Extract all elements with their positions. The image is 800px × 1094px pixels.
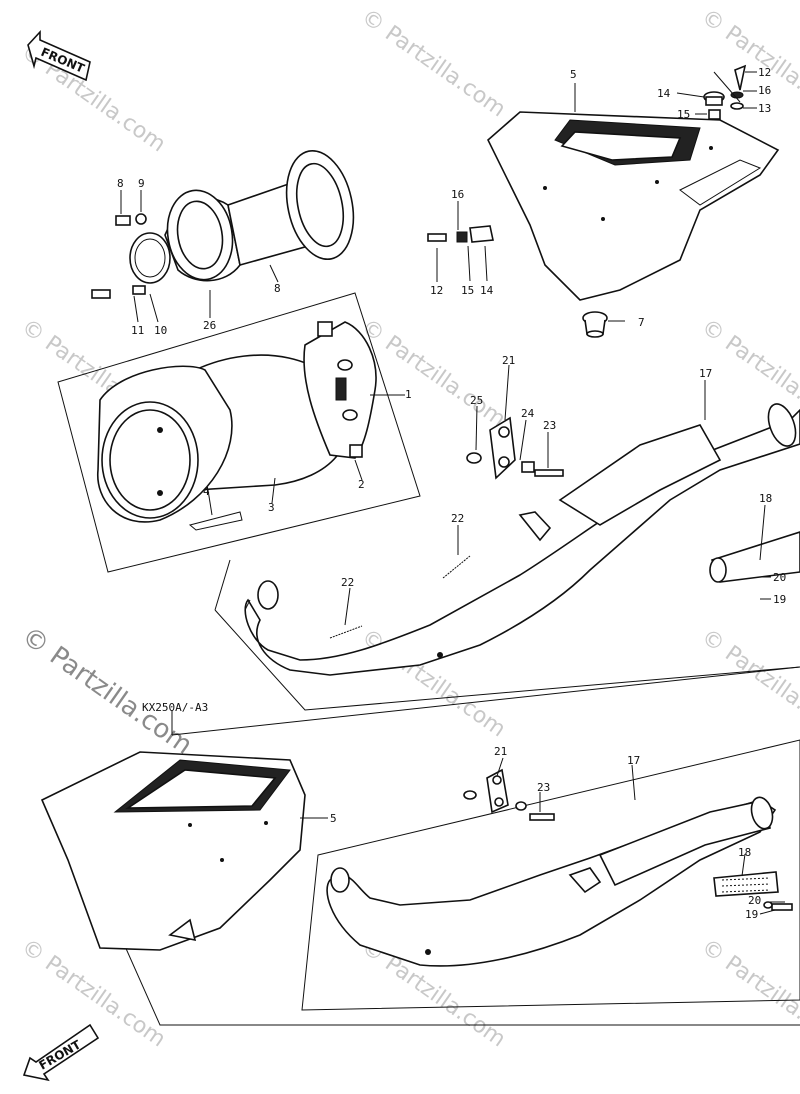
- callout-label: 4: [203, 485, 210, 498]
- variant-label: KX250A/-A3: [142, 701, 208, 714]
- callout-label: 15: [677, 108, 690, 121]
- callout-label: 13: [758, 102, 771, 115]
- watermark: © Partzilla.com: [357, 4, 510, 122]
- callout-label: 21: [502, 354, 515, 367]
- callout-label: 1: [405, 388, 412, 401]
- callout-label: 3: [268, 501, 275, 514]
- intake-duct: [91, 149, 355, 299]
- mounting-bolt-set: [427, 225, 494, 243]
- watermark: © Partzilla.com: [697, 624, 800, 742]
- clip: [188, 511, 243, 531]
- air-cleaner-element: [97, 354, 350, 523]
- callout-label: 2: [358, 478, 365, 491]
- callout-label: 11: [131, 324, 144, 337]
- watermark-prominent: © Partzilla.com: [16, 621, 198, 761]
- callout-label: 22: [451, 512, 464, 525]
- front-label: FRONT: [37, 1037, 84, 1072]
- cover-hardware: [703, 64, 747, 120]
- callout-label: 26: [203, 319, 216, 332]
- tail-pipe-lower: [713, 871, 793, 911]
- callout-label: 12: [430, 284, 443, 297]
- springs-upper: [329, 555, 471, 639]
- callout-label: 20: [748, 894, 761, 907]
- callout-label: 19: [745, 908, 758, 921]
- callout-label: 5: [570, 68, 577, 81]
- callout-label: 15: [461, 284, 474, 297]
- callout-label: 17: [699, 367, 712, 380]
- front-arrow-bottom: FRONT: [22, 1023, 100, 1082]
- section-divider: [171, 559, 800, 736]
- watermark: © Partzilla.com: [357, 314, 510, 432]
- muffler-bracket-lower: [463, 768, 555, 821]
- callout-label: 14: [657, 87, 671, 100]
- air-cleaner-frame: [57, 292, 421, 573]
- callout-label: 17: [627, 754, 640, 767]
- muffler-upper: [244, 403, 800, 676]
- callout-labels-upper: 1 2 3 4 5 7 8 8 9 10 11 12 12 13 14 14 1…: [117, 66, 786, 606]
- leader-lines: [120, 71, 785, 915]
- callout-label: 12: [758, 66, 771, 79]
- side-cover-lower: [40, 751, 306, 951]
- callout-label: 21: [494, 745, 507, 758]
- callout-label: 7: [638, 316, 645, 329]
- side-cover-upper: [487, 111, 780, 301]
- callout-label: 23: [537, 781, 550, 794]
- callout-label: 8: [117, 177, 124, 190]
- callout-label: 24: [521, 407, 535, 420]
- callout-label: 10: [154, 324, 167, 337]
- muffler-bracket-upper: [466, 416, 564, 480]
- muffler-lower: [326, 796, 777, 967]
- callout-label: 18: [738, 846, 751, 859]
- tail-pipe-upper: [709, 531, 800, 583]
- callout-label: 16: [451, 188, 464, 201]
- callout-label: 25: [470, 394, 483, 407]
- callout-label: 9: [138, 177, 145, 190]
- air-cleaner-holder: [303, 321, 377, 459]
- grommet: [582, 311, 608, 338]
- callout-label: 16: [758, 84, 771, 97]
- callout-label: 20: [773, 571, 786, 584]
- callout-label: 18: [759, 492, 772, 505]
- callout-labels-lower: 5 17 18 19 20 21 23: [330, 745, 761, 921]
- callout-label: 14: [480, 284, 494, 297]
- callout-label: 22: [341, 576, 354, 589]
- callout-label: 19: [773, 593, 786, 606]
- callout-label: 5: [330, 812, 337, 825]
- callout-label: 23: [543, 419, 556, 432]
- watermark: © Partzilla.com: [697, 934, 800, 1052]
- callout-label: 8: [274, 282, 281, 295]
